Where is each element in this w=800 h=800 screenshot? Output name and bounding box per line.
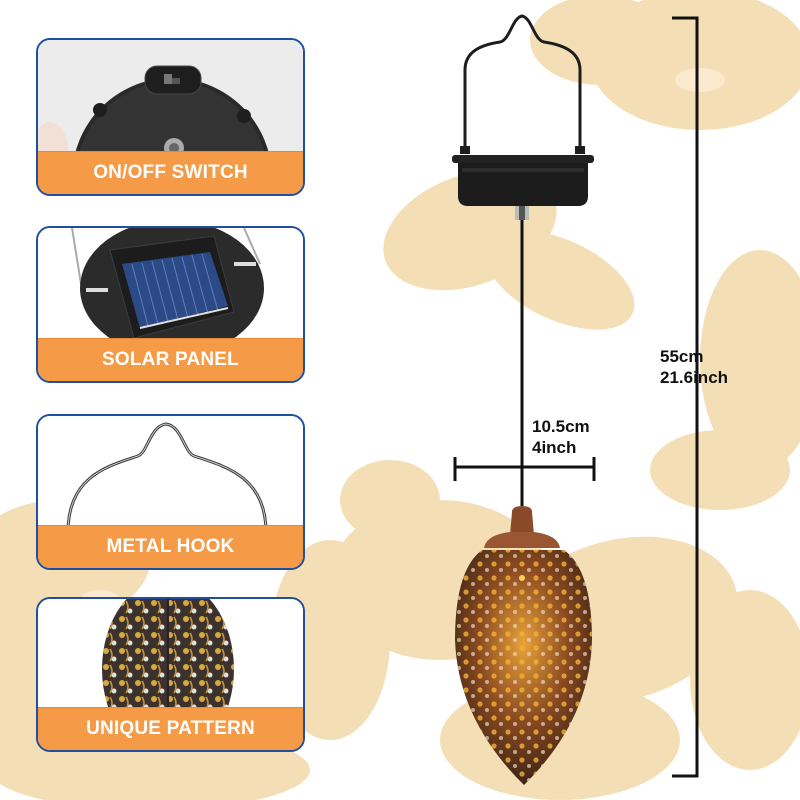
pattern-photo-icon (38, 599, 303, 714)
width-cm: 10.5cm (532, 417, 590, 436)
feature-label: SOLAR PANEL (38, 338, 303, 381)
feature-card-solar-panel: SOLAR PANEL (36, 226, 305, 383)
solar-panel-photo-icon (38, 228, 303, 343)
feature-card-switch: ON/OFF SWITCH (36, 38, 305, 196)
switch-photo-icon (38, 40, 303, 156)
height-cm: 55cm (660, 347, 704, 366)
feature-label: ON/OFF SWITCH (38, 151, 303, 194)
height-dimension-label: 55cm 21.6inch (660, 346, 728, 388)
hanger-wire-icon (463, 14, 582, 150)
width-inch: 4inch (532, 438, 577, 457)
height-dimension-marker (672, 16, 699, 778)
feature-card-metal-hook: METAL HOOK (36, 414, 305, 570)
metal-hook-photo-icon (38, 416, 303, 532)
feature-label: UNIQUE PATTERN (38, 707, 303, 750)
width-dimension-label: 10.5cm 4inch (532, 416, 590, 458)
height-inch: 21.6inch (660, 368, 729, 387)
feature-card-unique-pattern: UNIQUE PATTERN (36, 597, 305, 752)
feature-label: METAL HOOK (38, 525, 303, 568)
